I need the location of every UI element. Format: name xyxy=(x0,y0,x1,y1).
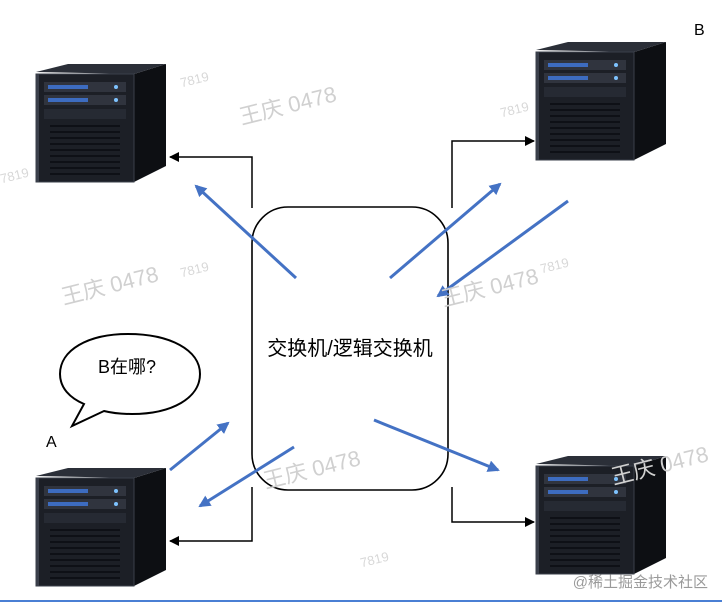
packet-arrow-to-top-left xyxy=(194,184,298,280)
packet-arrow-to-bottom-right xyxy=(373,418,500,472)
link-to-bottom-left-server xyxy=(169,487,253,546)
packet-arrow-from-a xyxy=(169,421,230,472)
server-icon-top-right-b xyxy=(535,41,667,161)
server-icon-bottom-left-a xyxy=(35,467,167,587)
speech-bubble-icon xyxy=(58,332,202,429)
bottom-rule xyxy=(0,600,722,602)
host-b-label: B xyxy=(694,22,705,39)
link-to-bottom-right-server xyxy=(451,487,535,527)
packet-arrow-to-top-right xyxy=(389,182,502,280)
host-a-label: A xyxy=(46,434,57,451)
link-to-top-right-server xyxy=(451,136,535,208)
switch-box xyxy=(251,206,449,491)
link-to-top-left-server xyxy=(169,152,253,208)
packet-arrow-to-a xyxy=(198,445,295,508)
speech-bubble-text: B在哪? xyxy=(97,357,157,377)
switch-label: 交换机/逻辑交换机 xyxy=(267,338,433,360)
packet-arrow-reply-from-b xyxy=(436,199,569,298)
footer-credit: @稀土掘金技术社区 xyxy=(572,574,708,591)
server-icon-top-left xyxy=(35,63,167,183)
